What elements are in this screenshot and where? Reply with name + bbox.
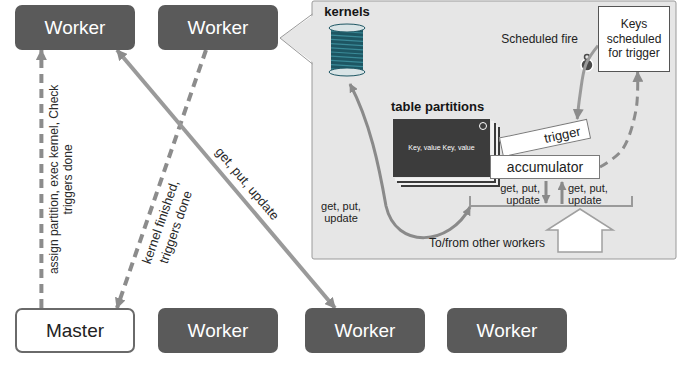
edge-label: get, put, update [212, 144, 282, 223]
control-message [600, 72, 638, 167]
trigger-keys-box: Keys scheduled for trigger [598, 6, 670, 72]
partition-ring [479, 122, 487, 130]
operation-label: get, put, update [316, 200, 366, 224]
thread-stroke [331, 35, 363, 37]
thread-stroke [331, 65, 363, 67]
node-label: accumulator [507, 159, 583, 175]
spool-top [329, 24, 365, 32]
trigger-box: trigger [499, 119, 591, 157]
node-label: kernels [324, 4, 370, 19]
operation-label: get, put, update [568, 182, 630, 206]
master-box: Master [15, 308, 135, 353]
callout-outline [280, 14, 313, 64]
control-message [117, 50, 206, 308]
worker-box: Worker [158, 5, 278, 50]
data-access [117, 50, 335, 308]
trigger-note: Scheduled fire [478, 33, 578, 46]
thread-stroke [331, 60, 363, 62]
edge-label: kernel finished, triggers done [135, 166, 201, 282]
spool-body [331, 28, 363, 72]
table-partition: table partitionsKey, value Key, value [392, 118, 491, 178]
exchange-label: To/from other workers [400, 237, 545, 250]
accumulator-box: accumulator [490, 155, 600, 179]
thread-stroke [331, 39, 363, 41]
operation-label: get, put, update [478, 182, 540, 206]
node-label: Worker [477, 320, 538, 342]
node-label: Worker [45, 17, 106, 39]
down-arrow [545, 181, 548, 203]
thread-stroke [331, 48, 363, 50]
kernel-spool: kernels [318, 4, 376, 82]
node-body: Key, value Key, value [408, 143, 474, 152]
callout-pointer [280, 14, 315, 64]
thread-stroke [331, 56, 363, 58]
node-label: Worker [188, 320, 249, 342]
data-access [577, 46, 598, 119]
up-arrow [561, 182, 564, 204]
node-label: table partitions [391, 99, 484, 116]
exchange-bracket [470, 196, 632, 206]
control-message [39, 50, 43, 308]
panel-ground [312, 1, 676, 259]
spool-icon [325, 22, 369, 78]
node-label: Worker [335, 320, 396, 342]
spool-bottom [329, 68, 365, 76]
node-label: Keys scheduled for trigger [603, 17, 665, 60]
worker-box: Worker [15, 5, 135, 50]
node-label: Master [46, 320, 104, 342]
node-label: trigger [543, 123, 582, 145]
worker-box: Worker [447, 308, 567, 353]
thread-stroke [331, 52, 363, 54]
worker-box: Worker [158, 308, 278, 353]
worker-box: Worker [305, 308, 425, 353]
edge-label: assign partition, exec kernel, Check tri… [47, 84, 76, 274]
hollow-arrow [547, 209, 613, 252]
node-label: Worker [188, 17, 249, 39]
thread-stroke [331, 44, 363, 46]
